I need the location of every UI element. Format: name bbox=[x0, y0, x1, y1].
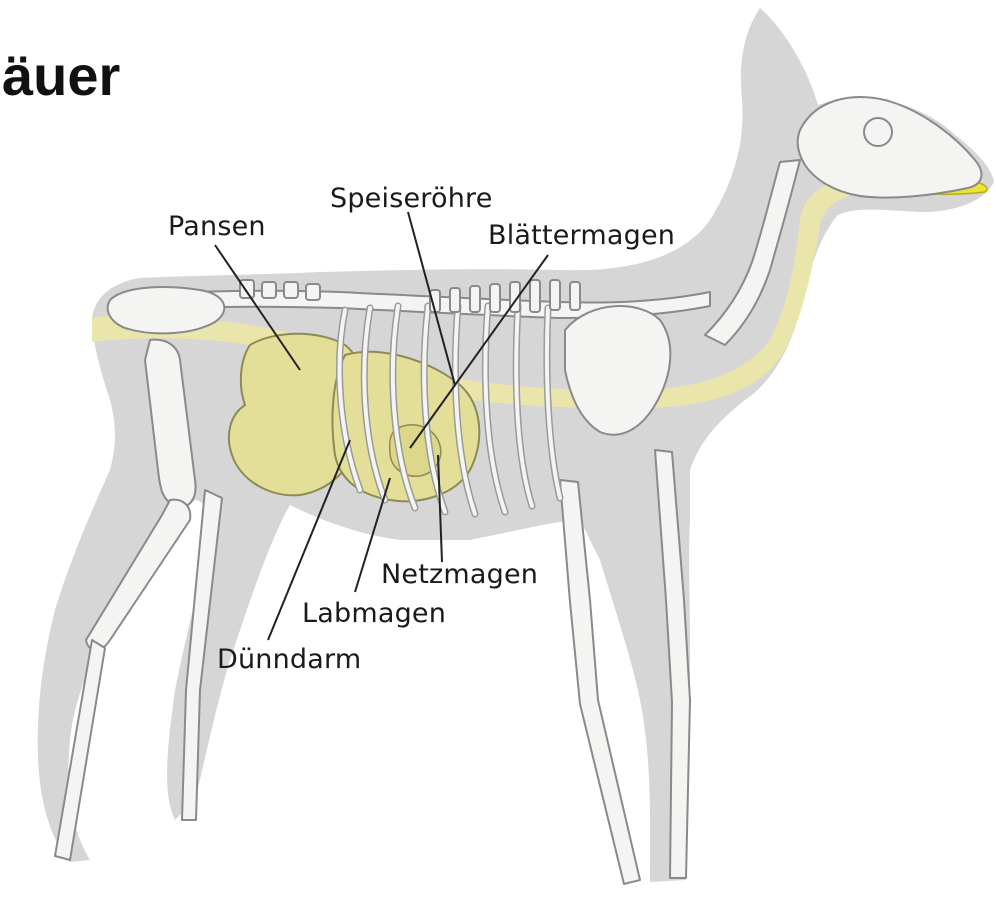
pelvis bbox=[108, 287, 225, 333]
eye-socket bbox=[864, 118, 892, 146]
skull bbox=[798, 97, 982, 197]
label-netzmagen: Netzmagen bbox=[381, 559, 538, 590]
label-labmagen: Labmagen bbox=[302, 598, 446, 629]
label-duenndarm: Dünndarm bbox=[217, 644, 361, 675]
label-blaettermagen: Blättermagen bbox=[488, 220, 675, 251]
label-speiseroehre: Speiseröhre bbox=[330, 183, 493, 214]
label-pansen: Pansen bbox=[168, 211, 266, 242]
